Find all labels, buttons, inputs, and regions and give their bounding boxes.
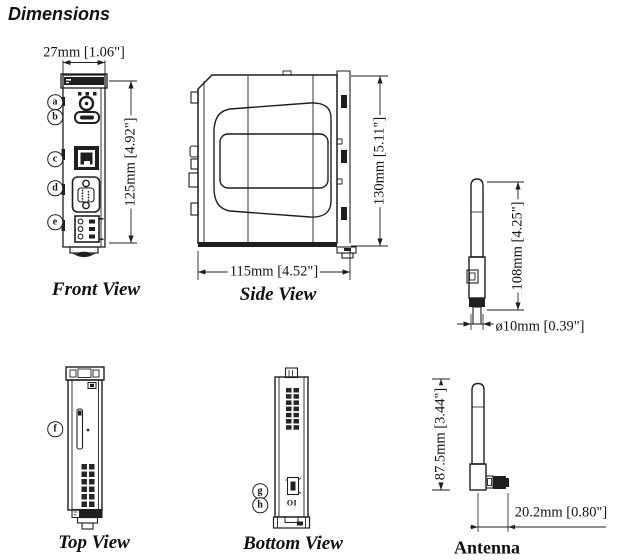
- front-view-drawing: [60, 55, 137, 258]
- side-view-drawing: [188, 70, 388, 280]
- front-height-dimension: 125mm [4.92"]: [122, 115, 139, 209]
- antenna-label: Antenna: [453, 537, 521, 558]
- callout-c: c: [47, 151, 63, 167]
- led-indicators-drawing: [78, 92, 97, 96]
- page-title: Dimensions: [8, 4, 111, 24]
- sim-slot-drawing: [76, 408, 84, 450]
- terminal-block-drawing: [74, 215, 104, 243]
- bent-length-dim-lines: [470, 493, 606, 532]
- front-width-dimension: 27mm [1.06"]: [41, 44, 127, 61]
- callout-b: b: [47, 109, 63, 125]
- side-connector-profiles: [188, 91, 199, 216]
- callout-a: a: [47, 94, 63, 110]
- side-width-dimension: 115mm [4.52"]: [227, 263, 321, 280]
- front-view-label: Front View: [51, 279, 141, 300]
- bent-antenna-length-dimension: 20.2mm [0.80"]: [512, 504, 610, 521]
- power-switch-label: OI: [286, 498, 298, 508]
- callout-d: d: [47, 180, 63, 196]
- antenna-bent-drawing: [432, 378, 606, 532]
- ethernet-port-drawing: [74, 146, 99, 170]
- bottom-vent-grille: [286, 388, 299, 430]
- antenna-height-dimension: 108mm [4.25"]: [509, 199, 526, 293]
- usb-port-drawing: [74, 111, 100, 124]
- antenna-diameter-dimension: ø10mm [0.39"]: [493, 318, 587, 335]
- bottom-flange-drawing: [272, 516, 311, 529]
- top-view-label: Top View: [58, 532, 130, 553]
- din-rail-drawing: [336, 70, 357, 259]
- bottom-view-label: Bottom View: [243, 533, 343, 554]
- callout-e: e: [47, 214, 63, 230]
- callout-f: f: [47, 421, 63, 437]
- top-view-drawing: [65, 366, 105, 530]
- power-switch-drawing: [285, 476, 302, 496]
- antenna-jack-drawing: [78, 95, 95, 112]
- callout-h: h: [252, 497, 268, 513]
- bent-antenna-height-dimension: 87.5mm [3.44"]: [432, 385, 449, 483]
- serial-port-drawing: [71, 176, 101, 213]
- side-horn-drawing: [213, 102, 332, 218]
- antenna-diameter-dim-lines: [458, 314, 496, 330]
- bottom-view-drawing: [272, 367, 311, 529]
- side-height-dimension: 130mm [5.11"]: [371, 114, 388, 208]
- top-vent-grille: [81, 464, 95, 507]
- front-foot-drawing: [69, 246, 99, 258]
- side-view-label: Side View: [239, 284, 317, 305]
